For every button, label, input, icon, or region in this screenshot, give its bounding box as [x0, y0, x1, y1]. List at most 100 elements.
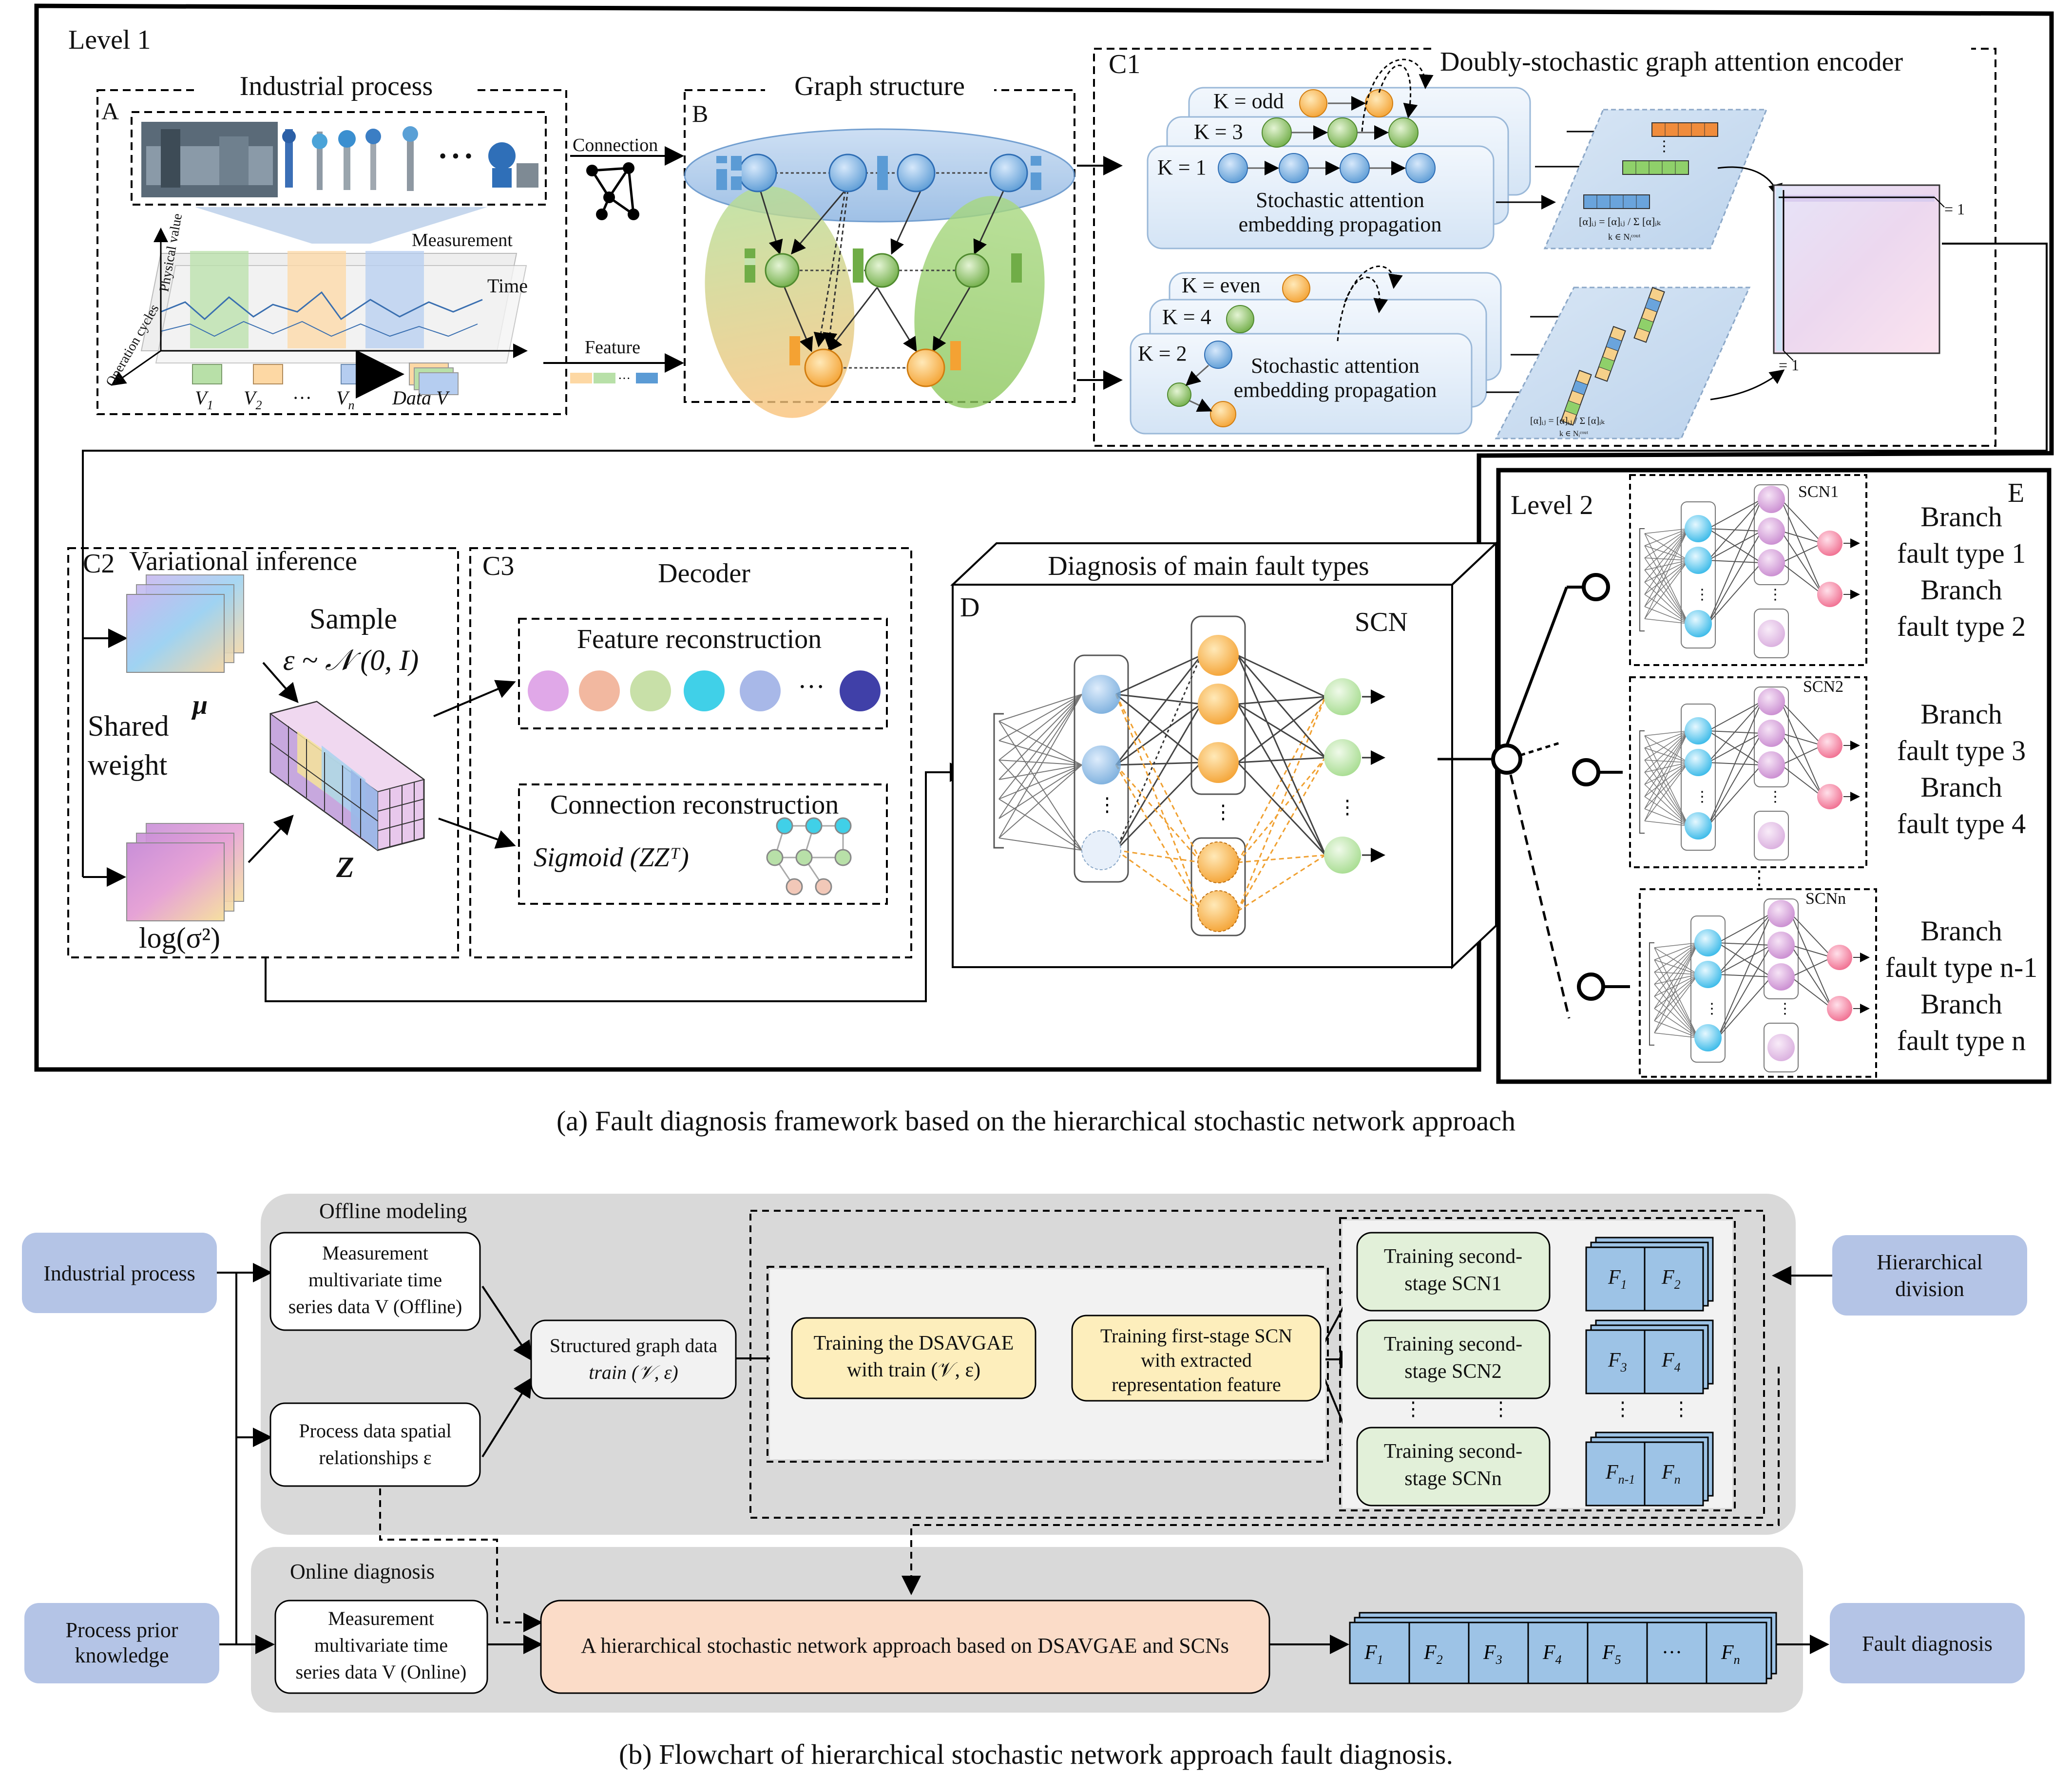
branch6-line2: fault type n — [1897, 1025, 2026, 1056]
train-first-line2: with extracted — [1141, 1349, 1252, 1371]
v2-label: V2 — [244, 387, 262, 412]
fault-output-cell-6: ··· — [1662, 1641, 1682, 1664]
fault-output-cell-7: Fn — [1721, 1641, 1740, 1667]
meas-offline-line2: multivariate time — [308, 1269, 442, 1291]
z-label: Z — [336, 851, 354, 883]
fault-diagnosis-text: Fault diagnosis — [1862, 1632, 1993, 1656]
structured-line1: Structured graph data — [550, 1335, 718, 1356]
train-first-line3: representation feature — [1112, 1373, 1281, 1395]
fault-output-cell-3: F3 — [1483, 1641, 1502, 1667]
part-b: Offline modeling Online diagnosis Indust… — [22, 1194, 2027, 1770]
train-dsavgae-line2: with train (𝒱, ε) — [847, 1359, 980, 1381]
data-v-label: Data V — [392, 387, 450, 409]
svg-text:⋮: ⋮ — [1338, 796, 1357, 818]
mu-layers — [126, 574, 244, 673]
approach-box — [540, 1600, 1270, 1694]
meas-online-line2: multivariate time — [314, 1634, 448, 1656]
f-pair-n — [1585, 1431, 1714, 1507]
branch4-line2: fault type 4 — [1897, 808, 2026, 839]
f-pair-2-right: F4 — [1661, 1349, 1681, 1374]
k-odd-label: K = odd — [1213, 89, 1284, 113]
v1-label: V1 — [195, 387, 213, 412]
level1-label: Level 1 — [68, 25, 151, 55]
meas-offline-line1: Measurement — [322, 1242, 428, 1264]
equipment-photos-box — [131, 111, 547, 206]
k3-label: K = 3 — [1194, 120, 1243, 144]
time-axis-label: Time — [487, 275, 528, 297]
spatial-line2: relationships ε — [319, 1447, 431, 1469]
box-d-letter: D — [960, 592, 979, 623]
switch-lines — [1491, 573, 1630, 1019]
train-dsavgae-box — [791, 1317, 1036, 1399]
box-c3-title: Decoder — [658, 558, 750, 589]
mu-label: μ — [191, 690, 208, 720]
branch5-line1: Branch — [1920, 915, 2002, 947]
svg-text:⋮: ⋮ — [1403, 1398, 1423, 1420]
scnn-train-line2: stage SCNn — [1404, 1468, 1502, 1490]
branch5-line2: fault type n-1 — [1885, 952, 2037, 983]
connection-label: Connection — [573, 135, 658, 155]
scn-subnet-graphics: ⋮⋮⋮⋮⋮⋮ — [1639, 484, 1870, 1072]
svg-text:⋮: ⋮ — [1657, 138, 1671, 154]
scn1-train-box — [1356, 1232, 1551, 1312]
process-prior-line1: Process prior — [66, 1618, 178, 1642]
caption-b: (b) Flowchart of hierarchical stochastic… — [619, 1738, 1453, 1770]
caption-a: (a) Fault diagnosis framework based on t… — [556, 1105, 1516, 1137]
f-pair-1 — [1585, 1237, 1714, 1312]
feature-vector-icon: ··· — [570, 371, 658, 385]
f-pair-2 — [1585, 1319, 1714, 1394]
level2-frame — [1496, 468, 2052, 1084]
box-c1-title: Doubly-stochastic graph attention encode… — [1440, 47, 1903, 77]
svg-text:⋮: ⋮ — [1695, 587, 1709, 603]
connection-reconstruction-title: Connection reconstruction — [550, 790, 839, 820]
scn2-train-line1: Training second- — [1384, 1333, 1522, 1355]
attention-formula-upper: [α]ᵢⱼ = [α]ᵢⱼ / Σ [α]ᵢₖ — [1579, 215, 1661, 228]
svg-text:⋮: ⋮ — [1778, 1001, 1792, 1017]
attention-plane-lower — [1495, 286, 1751, 439]
equipment-ellipsis: • • • — [439, 144, 472, 168]
level1-frame — [34, 3, 2054, 1072]
svg-text:⋮: ⋮ — [1613, 1398, 1632, 1420]
process-prior-line2: knowledge — [75, 1643, 169, 1667]
branch2-line2: fault type 2 — [1897, 610, 2026, 642]
industrial-process-box — [22, 1233, 217, 1313]
box-b-letter: B — [692, 100, 708, 127]
fault-output-cell-1: F1 — [1364, 1641, 1383, 1667]
scn1-train-line2: stage SCN1 — [1404, 1273, 1502, 1295]
spatial-box — [269, 1402, 481, 1487]
reconstructed-graph — [766, 817, 852, 896]
online-label: Online diagnosis — [290, 1560, 435, 1583]
feature-reconstruction-box — [518, 618, 888, 729]
fault-output-row — [1349, 1612, 1777, 1684]
box-c1-letter: C1 — [1109, 49, 1140, 79]
funnel — [195, 207, 487, 244]
meas-online-line1: Measurement — [328, 1607, 434, 1629]
connection-graph-icon — [586, 162, 639, 220]
attention-plane-upper: ⋮ — [1543, 109, 1768, 249]
spatial-line1: Process data spatial — [299, 1420, 451, 1442]
meas-offline-box — [269, 1232, 481, 1331]
scn2-train-box — [1356, 1319, 1551, 1399]
attention-formula-lower-sub: k ∈ Nᵢᶜᵒᵘᵗ — [1559, 430, 1588, 438]
train-first-line1: Training first-stage SCN — [1100, 1325, 1292, 1347]
attention-formula-upper-sub: k ∈ Nᵢᶜᵒᵘᵗ — [1608, 232, 1641, 242]
vn-label: Vn — [336, 387, 354, 412]
box-b-title: Graph structure — [794, 71, 965, 101]
doubly-stochastic-matrix — [1773, 184, 1945, 361]
box-c3-letter: C3 — [482, 551, 514, 581]
branch1-line1: Branch — [1920, 501, 2002, 533]
svg-text:⋮: ⋮ — [1671, 1398, 1691, 1420]
scnn-label: SCNn — [1805, 890, 1846, 908]
measurement-label: Measurement — [412, 230, 513, 250]
box-c2-letter: C2 — [83, 549, 115, 579]
feature-label: Feature — [585, 337, 640, 358]
svg-text:⋮: ⋮ — [1768, 789, 1783, 805]
sigmoid-formula: Sigmoid (ZZᵀ) — [534, 842, 689, 873]
scn-subnet-2 — [1629, 676, 1867, 868]
hier-line1: Hierarchical — [1877, 1250, 1982, 1274]
prop-upper-line2: embedding propagation — [1239, 212, 1442, 236]
prop-upper-line1: Stochastic attention — [1256, 188, 1424, 212]
svg-text:⋮: ⋮ — [1491, 1398, 1511, 1420]
f-pair-n-left: Fn-1 — [1605, 1461, 1635, 1487]
